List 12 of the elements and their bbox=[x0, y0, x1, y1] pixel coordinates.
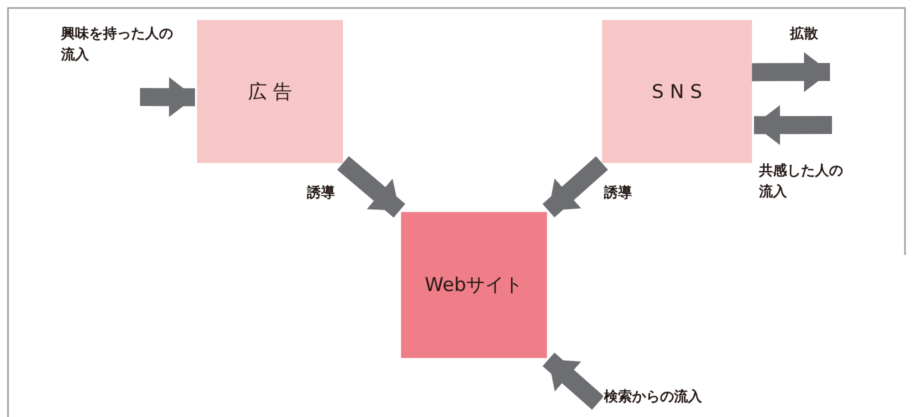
block-arrow bbox=[542, 352, 604, 410]
box-label: 広 告 bbox=[248, 80, 292, 104]
sns-box bbox=[602, 20, 752, 163]
box-label: S N S bbox=[652, 80, 702, 102]
block-arrow bbox=[140, 77, 196, 118]
block-arrow bbox=[752, 52, 830, 92]
ad-box bbox=[197, 20, 343, 163]
box-label: Webサイト bbox=[424, 273, 524, 298]
block-arrow bbox=[754, 105, 832, 146]
block-arrow bbox=[542, 156, 608, 218]
block-arrow bbox=[337, 156, 406, 218]
website-box bbox=[401, 212, 547, 358]
